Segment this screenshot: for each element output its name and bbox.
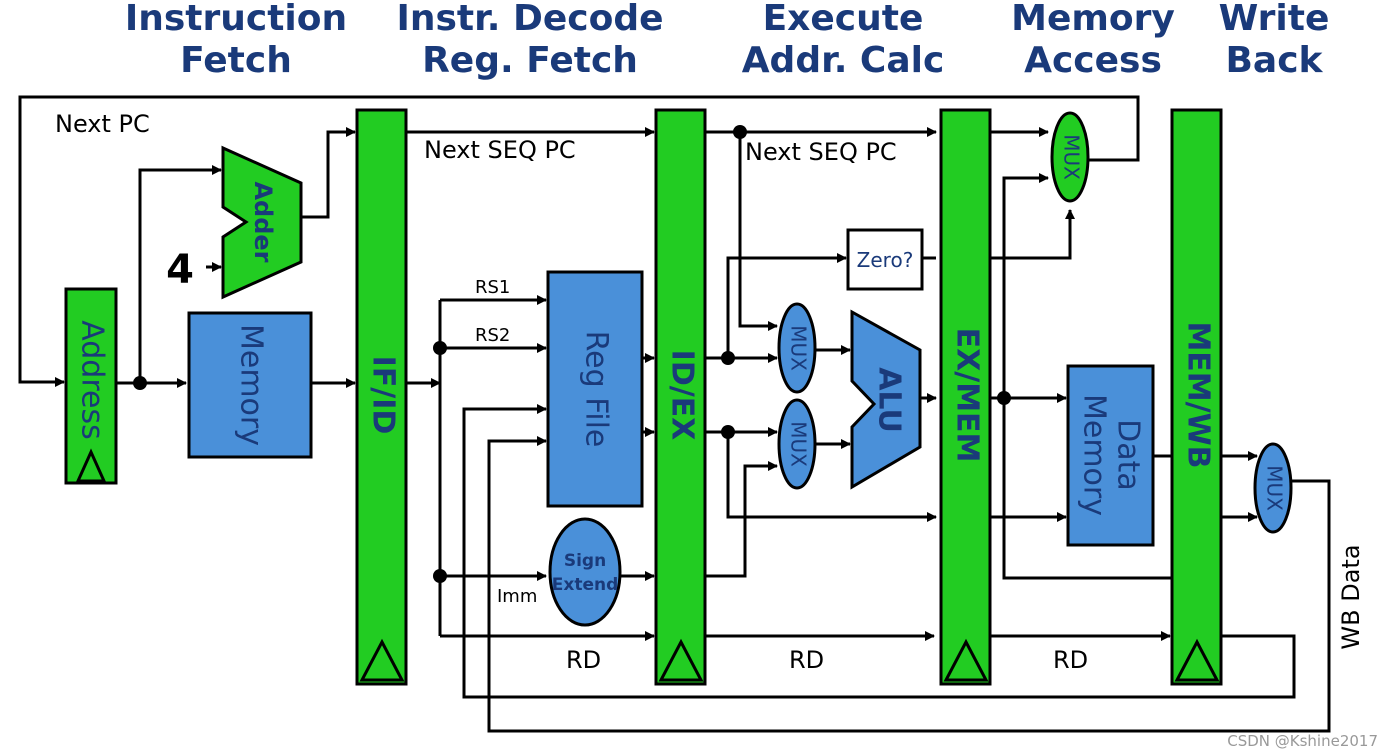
next-seq-pc-label-2: Next SEQ PC	[745, 138, 897, 166]
rs1-label: RS1	[475, 277, 510, 298]
if-id-register: IF/ID	[355, 108, 408, 686]
clock-triangle-icon	[658, 638, 704, 682]
adder: Adder	[221, 145, 303, 300]
stage-title-decode-line2: Reg. Fetch	[422, 40, 638, 81]
stage-title-fetch-line2: Fetch	[180, 40, 292, 81]
mux-label: MUX	[1263, 465, 1287, 511]
stage-title-writeback-line1: Write	[1219, 0, 1330, 39]
constant-four: 4	[166, 247, 194, 293]
wires	[18, 95, 1331, 733]
next-pc-label: Next PC	[55, 110, 150, 138]
adder-label: Adder	[249, 181, 277, 262]
ex-mem-label: EX/MEM	[950, 328, 985, 463]
wire-rd-writeback	[462, 404, 1296, 699]
clock-triangle-icon	[943, 638, 989, 682]
wire-aluresult-to-mux	[1002, 173, 1049, 398]
next-seq-pc-label-1: Next SEQ PC	[424, 136, 576, 164]
junction-dot	[133, 376, 147, 390]
stage-title-decode-line1: Instr. Decode	[396, 0, 663, 39]
stage-title-fetch-line1: Instruction	[125, 0, 347, 39]
if-id-label: IF/ID	[366, 356, 401, 435]
rd-label-2: RD	[789, 646, 824, 674]
rd-label-1: RD	[566, 646, 601, 674]
junction-dot	[997, 391, 1011, 405]
rs2-label: RS2	[475, 325, 510, 346]
stage-titles: Instruction Fetch Instr. Decode Reg. Fet…	[125, 0, 1330, 81]
junction-dot	[721, 351, 735, 365]
address-label: Address	[75, 320, 110, 439]
data-memory-label-2: Memory	[1077, 394, 1112, 516]
junction-dot	[433, 341, 447, 355]
wire-wb-data	[487, 436, 1331, 733]
junctions	[133, 125, 1011, 583]
rd-label-3: RD	[1053, 646, 1088, 674]
mem-wb-label: MEM/WB	[1181, 321, 1216, 468]
junction-dot	[733, 125, 747, 139]
wire-regb-to-exmem	[726, 432, 937, 522]
stage-title-writeback-line2: Back	[1225, 40, 1323, 81]
junction-dot	[433, 569, 447, 583]
mux-label: MUX	[787, 325, 811, 371]
wire-pc-to-adder	[138, 165, 222, 383]
stage-title-execute-line1: Execute	[763, 0, 924, 39]
instruction-memory: Memory	[187, 311, 313, 459]
stage-title-memory-line1: Memory	[1011, 0, 1175, 39]
instruction-memory-label: Memory	[234, 324, 269, 446]
junction-dot	[721, 425, 735, 439]
stage-title-execute-line2: Addr. Calc	[742, 40, 945, 81]
wire-rega-to-zero	[726, 253, 847, 358]
mux-label: MUX	[1060, 134, 1084, 180]
zero-detect: Zero?	[846, 228, 924, 291]
clock-triangle-icon	[75, 448, 107, 483]
address-register: Address	[64, 287, 118, 485]
wire-adder-out	[301, 127, 356, 219]
sign-extend-label-1: Sign	[564, 551, 606, 571]
alu-input-mux-a: MUX	[777, 302, 817, 394]
wire-aluresult-to-memwb	[1002, 398, 1172, 580]
imm-label: Imm	[497, 586, 537, 607]
wire-zero-to-mux	[990, 209, 1075, 260]
alu-label: ALU	[872, 367, 907, 433]
stage-title-memory-line2: Access	[1024, 40, 1162, 81]
data-memory: Data Memory	[1066, 364, 1155, 547]
mem-wb-register: MEM/WB	[1170, 108, 1223, 686]
sign-extend-label-2: Extend	[552, 575, 619, 595]
wire-next-pc	[18, 95, 1140, 387]
register-file-label: Reg File	[579, 331, 614, 448]
mux-label: MUX	[787, 421, 811, 467]
data-memory-label-1: Data	[1111, 419, 1146, 491]
clock-triangle-icon	[1174, 638, 1220, 682]
alu-input-mux-b: MUX	[777, 398, 817, 490]
writeback-mux: MUX	[1253, 442, 1293, 534]
id-ex-register: ID/EX	[654, 108, 707, 686]
sign-extend-unit: Sign Extend	[548, 517, 622, 627]
wire-labels: Next PC Next SEQ PC Next SEQ PC RS1 RS2 …	[55, 110, 1365, 674]
wb-data-label: WB Data	[1337, 544, 1365, 649]
pc-select-mux: MUX	[1050, 111, 1090, 203]
id-ex-label: ID/EX	[665, 350, 700, 441]
alu: ALU	[850, 309, 922, 490]
clock-triangle-icon	[359, 638, 405, 682]
wire-imm-to-mux2	[705, 461, 778, 578]
ex-mem-register: EX/MEM	[939, 108, 992, 686]
watermark: CSDN @Kshine2017	[1227, 732, 1378, 750]
register-file: Reg File	[546, 270, 644, 508]
wire-pc-to-mux1	[738, 132, 778, 331]
zero-label: Zero?	[857, 248, 914, 272]
